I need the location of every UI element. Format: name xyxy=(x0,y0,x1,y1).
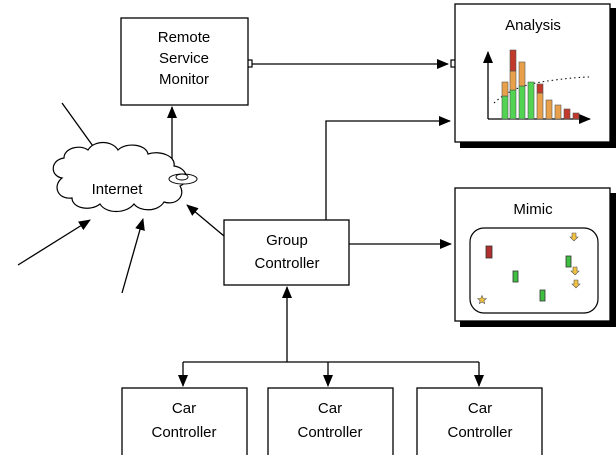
mini-bar-7-segment-1 xyxy=(554,104,562,120)
mimic-car-marker-2 xyxy=(512,270,519,283)
group-controller-box: Group Controller xyxy=(223,219,350,286)
mimic-items xyxy=(476,232,581,305)
remote-service-monitor-box: Remote Service Monitor xyxy=(120,17,249,106)
car-controller-2-label-line-2: Controller xyxy=(297,424,362,441)
internet-cloud: Internet xyxy=(52,141,198,213)
mini-bar-4-segment-1 xyxy=(527,81,535,120)
down-arrow-icon xyxy=(571,279,581,289)
rsm-label-line-3: Monitor xyxy=(159,71,209,88)
mini-bar-5-segment-1 xyxy=(536,92,544,120)
rsm-label-line-2: Service xyxy=(159,50,209,67)
car-controller-2: Car Controller xyxy=(267,387,394,455)
car-controller-3-label-line-2: Controller xyxy=(447,424,512,441)
analysis-title: Analysis xyxy=(505,17,561,34)
mini-bars xyxy=(501,49,580,120)
mini-bar-9-segment-1 xyxy=(572,112,580,120)
mini-bar-5-segment-2 xyxy=(536,83,544,94)
mini-bar-3-segment-2 xyxy=(518,61,526,87)
car-controller-2-label-line-1: Car xyxy=(318,400,342,417)
car-controller-1-label-line-1: Car xyxy=(172,400,196,417)
mimic-car-marker-3 xyxy=(539,289,546,302)
mini-bar-3-segment-1 xyxy=(518,85,526,120)
down-arrow-icon xyxy=(570,266,580,276)
rsm-label-line-1: Remote xyxy=(158,29,211,46)
group-to-analysis-arrow xyxy=(325,116,451,220)
car-controller-1-label-line-2: Controller xyxy=(151,424,216,441)
external-link-2 xyxy=(17,219,91,266)
analysis-panel: Analysis xyxy=(454,3,616,148)
cloud-puff xyxy=(168,173,198,185)
connectors xyxy=(17,59,484,387)
down-arrow-icon xyxy=(569,232,579,242)
car-controller-1: Car Controller xyxy=(121,387,248,455)
cloud-icon xyxy=(52,141,187,213)
mini-bar-8-segment-1 xyxy=(563,108,571,120)
group-controller-label-line-1: Group xyxy=(266,232,308,249)
mimic-display-area xyxy=(469,227,599,314)
cloud-puff-inner xyxy=(175,173,189,181)
external-link-3 xyxy=(121,218,145,294)
mimic-car-marker-1 xyxy=(485,245,493,259)
mini-bar-6-segment-1 xyxy=(545,99,553,120)
mini-bar-1-segment-2 xyxy=(501,81,509,97)
mini-bar-2-segment-1 xyxy=(509,89,517,120)
mini-bar-chart-icon xyxy=(483,49,591,124)
car-controller-3-label-line-1: Car xyxy=(468,400,492,417)
mini-bar-2-segment-3 xyxy=(509,49,517,72)
mimic-car-marker-4 xyxy=(565,255,572,268)
car-controller-3: Car Controller xyxy=(416,387,543,455)
mini-bar-1-segment-1 xyxy=(501,95,509,120)
mimic-panel: Mimic xyxy=(454,187,616,327)
group-controller-label-line-2: Controller xyxy=(254,255,319,272)
group-to-internet-arrow xyxy=(186,204,225,237)
mimic-title: Mimic xyxy=(513,201,553,218)
internet-label: Internet xyxy=(92,181,144,198)
mini-bar-2-segment-2 xyxy=(509,70,517,91)
star-icon xyxy=(476,294,488,305)
